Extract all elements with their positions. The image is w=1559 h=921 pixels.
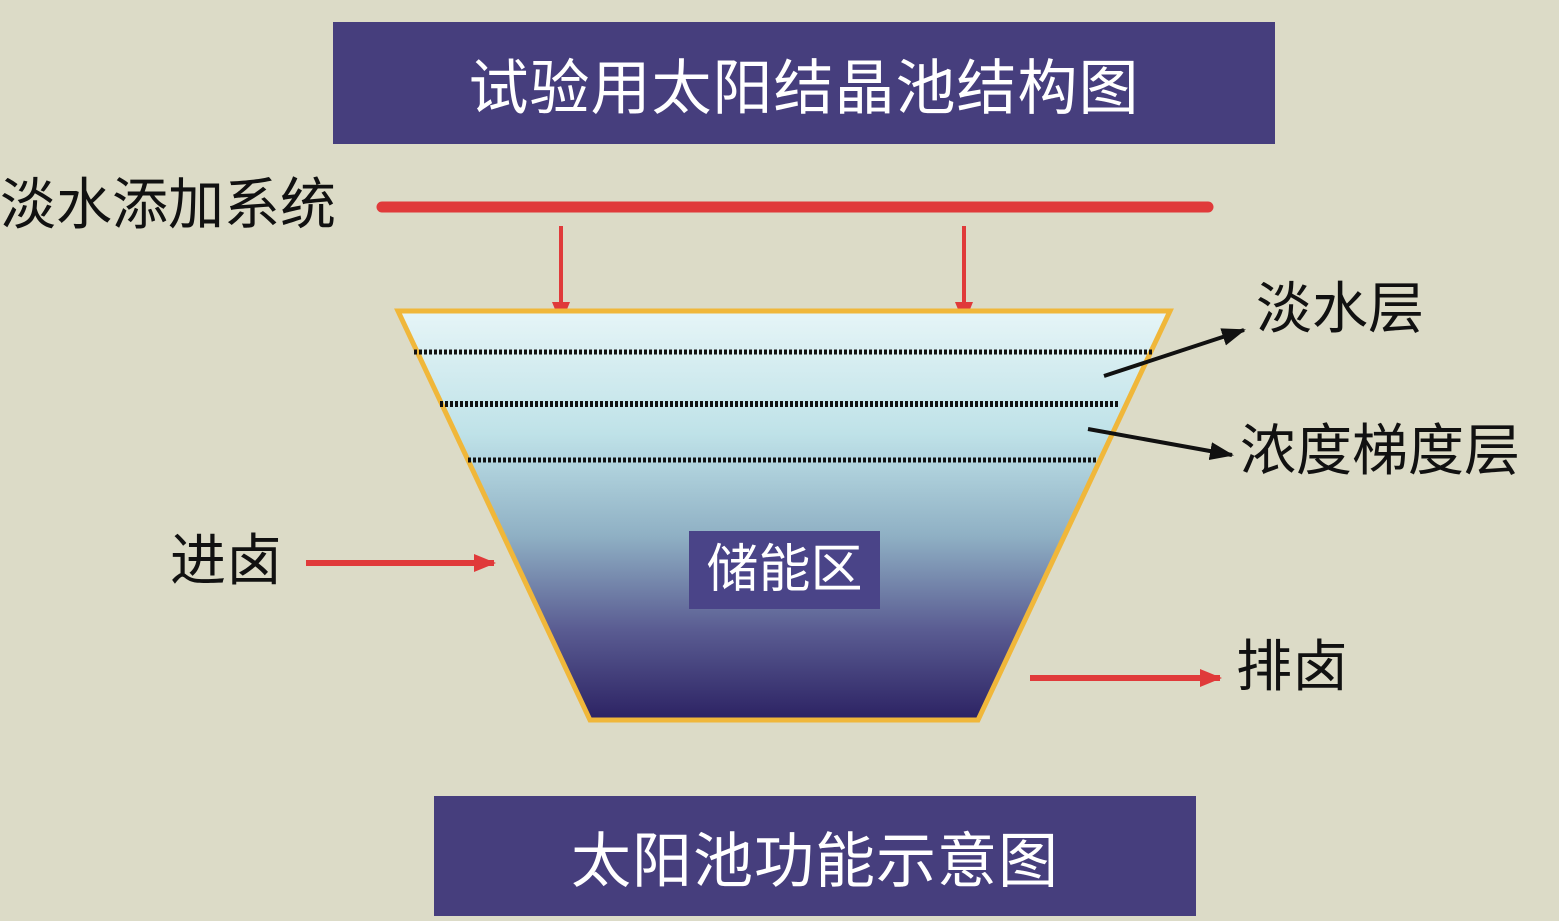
pond-basin (394, 308, 1174, 723)
brine-inlet-label: 进卤 (170, 529, 282, 594)
diagram-title: 试验用太阳结晶池结构图 (468, 53, 1140, 124)
gradient-layer-label: 浓度梯度层 (1240, 419, 1520, 484)
caption-banner: 太阳池功能示意图 (434, 796, 1196, 916)
freshwater-system-label: 淡水添加系统 (0, 173, 336, 238)
title-banner: 试验用太阳结晶池结构图 (333, 22, 1275, 144)
storage-zone-text: 储能区 (706, 540, 863, 600)
storage-zone-label: 储能区 (689, 531, 880, 609)
freshwater-layer-label: 淡水层 (1256, 277, 1424, 342)
brine-outlet-label: 排卤 (1236, 635, 1348, 700)
gradient-layer-pointer (1087, 427, 1234, 460)
freshwater-layer-pointer (1103, 328, 1246, 378)
diagram-caption: 太阳池功能示意图 (571, 826, 1059, 897)
